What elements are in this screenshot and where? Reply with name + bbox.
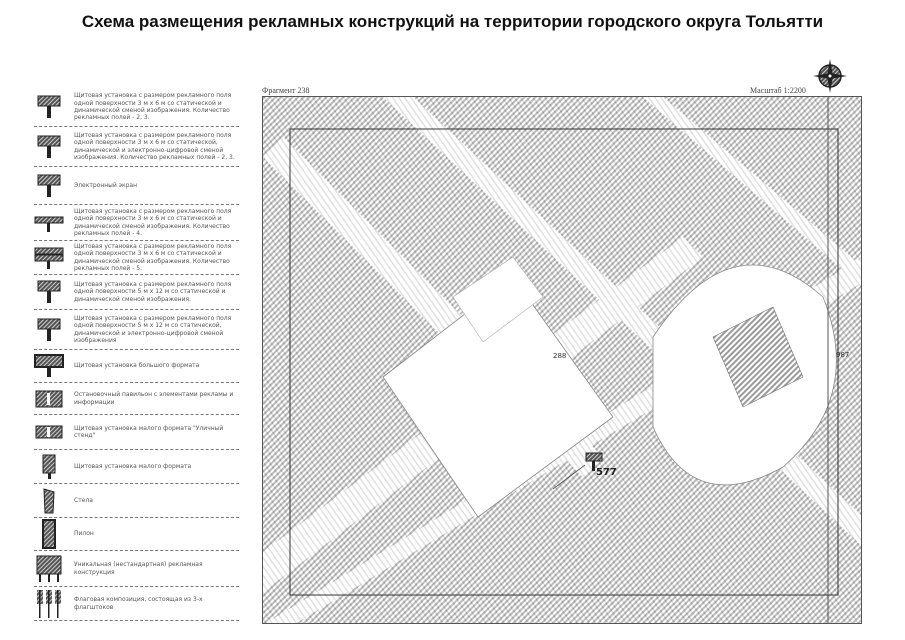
parcel-label: 288: [553, 352, 567, 360]
legend-item-text: Уникальная (нестандартная) рекламная кон…: [74, 561, 203, 576]
edge-label: 987: [836, 351, 850, 359]
billboard-icon: [34, 174, 64, 198]
legend-item: Щитовая установка с размером рекламного …: [34, 205, 239, 241]
compass-rose-icon: [813, 59, 847, 93]
billboard-icon: [34, 135, 64, 159]
construction-577-label[interactable]: 577: [596, 467, 617, 478]
legend-item-text: Щитовая установка малого формата: [74, 462, 192, 470]
scale-label: Масштаб 1:2200: [750, 86, 806, 95]
map-canvas: [263, 97, 861, 623]
billboard-wide-icon: [34, 213, 64, 233]
legend-item-text: Пилон: [74, 530, 94, 538]
legend-item-text: Щитовая установка большого формата: [74, 362, 200, 370]
billboard-icon: [34, 95, 64, 119]
legend-item: Щитовая установка большого формата: [34, 350, 239, 383]
legend-item: Щитовая установка с размером рекламного …: [34, 275, 239, 310]
legend-item: Электронный экран: [34, 167, 239, 205]
billboard-icon: [34, 280, 64, 304]
legend-item-text: Щитовая установка с размером рекламного …: [74, 207, 232, 237]
map-fragment[interactable]: 288 577 987: [262, 96, 862, 624]
billboard-icon: [34, 318, 64, 342]
stele-icon: [34, 487, 64, 514]
legend-item: Щитовая установка с размером рекламного …: [34, 127, 239, 167]
flag-composition-icon: [34, 589, 64, 619]
billboard-double-icon: [34, 247, 64, 269]
small-stand-icon: [34, 425, 64, 439]
legend-item-text: Щитовая установка с размером рекламного …: [74, 314, 232, 344]
legend-item: Стела: [34, 484, 239, 518]
legend-item-text: Щитовая установка с размером рекламного …: [74, 92, 232, 122]
legend-item-text: Электронный экран: [74, 181, 138, 189]
fragment-label: Фрагмент 238: [262, 86, 310, 95]
legend-item: Уникальная (нестандартная) рекламная кон…: [34, 551, 239, 587]
legend-item-text: Стела: [74, 496, 93, 504]
legend-item: Флаговая композиция, состоящая из 3-х фл…: [34, 587, 239, 621]
legend-item-text: Щитовая установка малого формата "Уличны…: [74, 424, 224, 439]
legend-item-text: Остановочный павильон с элементами рекла…: [74, 391, 234, 406]
legend-item-text: Щитовая установка с размером рекламного …: [74, 242, 232, 272]
legend-item: Щитовая установка с размером рекламного …: [34, 88, 239, 127]
legend-item-text: Щитовая установка с размером рекламного …: [74, 281, 232, 303]
small-board-icon: [34, 454, 64, 480]
unique-construction-icon: [34, 555, 64, 583]
pavilion-icon: [34, 390, 64, 408]
legend: Щитовая установка с размером рекламного …: [34, 88, 239, 621]
legend-item: Щитовая установка малого формата: [34, 450, 239, 484]
legend-item: Щитовая установка с размером рекламного …: [34, 241, 239, 275]
legend-item-text: Щитовая установка с размером рекламного …: [74, 131, 235, 161]
legend-item: Щитовая установка с размером рекламного …: [34, 310, 239, 350]
legend-item: Остановочный павильон с элементами рекла…: [34, 383, 239, 415]
billboard-large-icon: [34, 354, 64, 378]
legend-item-text: Флаговая композиция, состоящая из 3-х фл…: [74, 596, 203, 611]
legend-item: Пилон: [34, 518, 239, 551]
page-title: Схема размещения рекламных конструкций н…: [81, 12, 824, 31]
legend-item: Щитовая установка малого формата "Уличны…: [34, 415, 239, 450]
pylon-icon: [34, 519, 64, 549]
billboard-577-icon: [585, 452, 603, 462]
